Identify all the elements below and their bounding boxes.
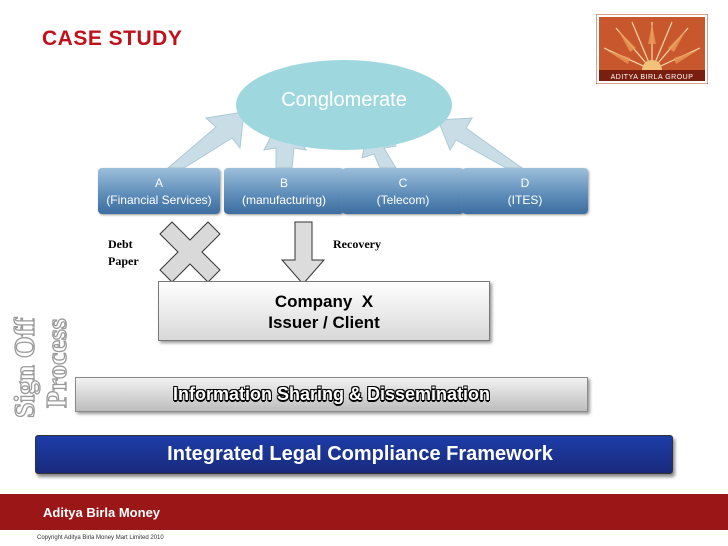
page-title: CASE STUDY <box>42 27 183 50</box>
subsidiary-b-letter: B <box>279 176 288 190</box>
subsidiary-a-box: A (Financial Services) <box>98 168 220 214</box>
subsidiary-c-letter: C <box>398 176 408 190</box>
footer-bar <box>0 494 728 530</box>
company-x-box: Company X Issuer / Client <box>158 281 490 341</box>
subsidiary-c-box: C (Telecom) <box>342 168 464 214</box>
subsidiary-a-name: (Financial Services) <box>106 193 212 207</box>
subsidiary-b-name: (manufacturing) <box>241 193 327 207</box>
debt-label-line1: Debt <box>108 237 133 251</box>
company-role: Issuer / Client <box>268 313 380 332</box>
logo-text: ADITYA BIRLA GROUP <box>611 74 694 81</box>
arrow-d-up <box>437 117 524 169</box>
sign-off-process-text: Sign Off Process <box>9 316 73 418</box>
debt-paper-label: Debt Paper <box>108 236 139 270</box>
copyright-text: Copyright Aditya Birla Money Mart Limite… <box>37 535 164 541</box>
conglomerate-ellipse: Conglomerate <box>236 60 452 150</box>
aditya-birla-logo: ADITYA BIRLA GROUP <box>596 14 708 84</box>
compliance-framework-bar: Integrated Legal Compliance Framework <box>35 435 673 474</box>
subsidiary-d-box: D (ITES) <box>462 168 588 214</box>
company-name: Company X <box>274 292 374 311</box>
conglomerate-label: Conglomerate <box>281 88 407 111</box>
debt-label-line2: Paper <box>108 254 139 268</box>
side-text-line2: Process <box>42 318 73 408</box>
info-sharing-bar: Information Sharing & Dissemination <box>75 377 588 412</box>
subsidiary-a-letter: A <box>154 176 163 190</box>
blocked-cross-icon <box>159 221 221 283</box>
subsidiary-c-name: (Telecom) <box>376 193 430 207</box>
subsidiary-d-name: (ITES) <box>507 193 543 207</box>
recovery-arrow <box>280 221 326 285</box>
arrow-a-up <box>166 111 245 169</box>
subsidiary-d-letter: D <box>520 176 530 190</box>
compliance-framework-label: Integrated Legal Compliance Framework <box>167 443 553 465</box>
footer-brand: Aditya Birla Money <box>43 505 161 520</box>
info-sharing-label: Information Sharing & Dissemination <box>172 384 491 404</box>
subsidiary-b-box: B (manufacturing) <box>224 168 344 214</box>
recovery-label: Recovery <box>333 237 381 251</box>
side-text-line1: Sign Off <box>10 317 41 418</box>
